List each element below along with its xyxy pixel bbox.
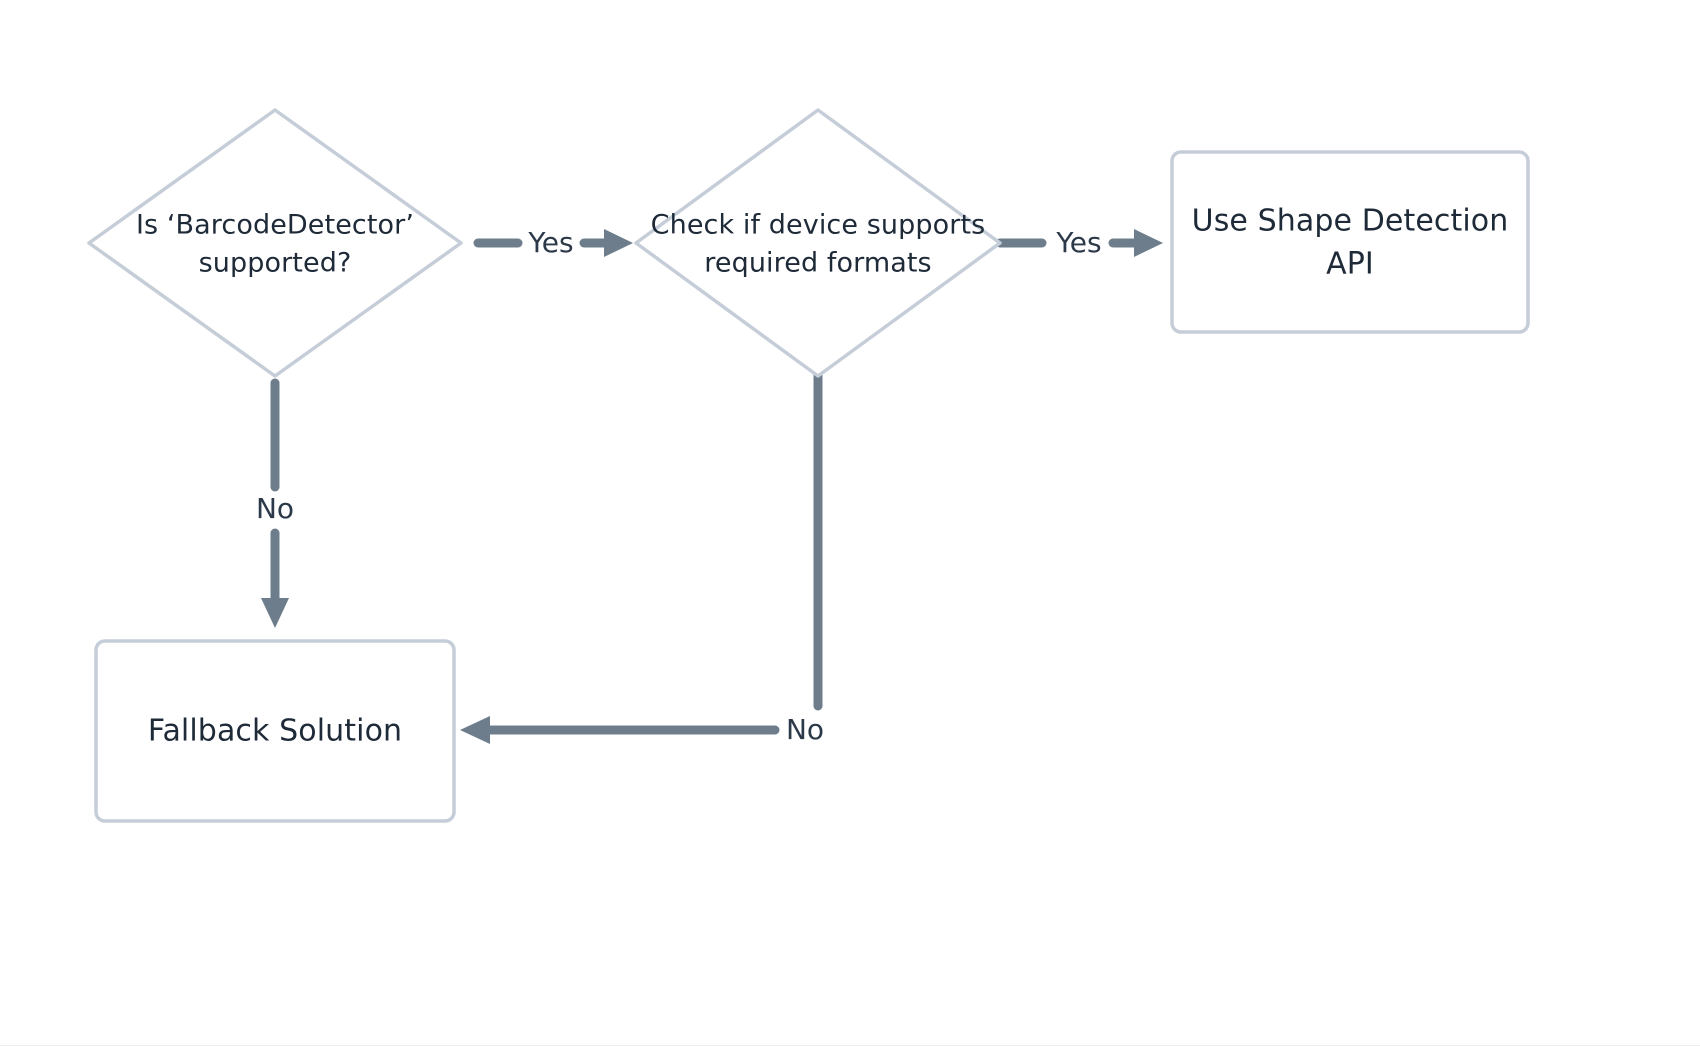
edge-barcode-no-label: No (256, 492, 294, 525)
edge-formats-no-arrowhead (460, 716, 490, 744)
decision-barcodedetector-label-line1: Is ‘BarcodeDetector’ (136, 210, 414, 241)
decision-barcodedetector-shape[interactable] (87, 108, 463, 378)
edge-formats-yes-label: Yes (1055, 226, 1101, 259)
process-fallback-solution-shape[interactable] (94, 639, 456, 823)
node-process-shape-detection-api[interactable]: Use Shape Detection API (1170, 150, 1530, 334)
process-shape-detection-api-shape[interactable] (1170, 150, 1530, 334)
decision-formats-label-line1: Check if device supports (651, 210, 986, 241)
edge-formats-no: No (460, 370, 824, 746)
edge-barcode-yes: Yes (473, 226, 633, 259)
edge-barcode-yes-label: Yes (527, 226, 573, 259)
edge-formats-yes-arrowhead (1134, 229, 1163, 257)
node-process-fallback-solution[interactable]: Fallback Solution (94, 639, 456, 823)
node-decision-barcodedetector[interactable]: Is ‘BarcodeDetector’ supported? (87, 108, 463, 378)
edge-barcode-yes-arrowhead (604, 229, 633, 257)
edge-formats-yes: Yes (995, 226, 1163, 259)
process-shape-detection-api-label-line2: API (1326, 247, 1374, 282)
bottom-divider (0, 1045, 1700, 1046)
decision-barcodedetector-label-line2: supported? (199, 248, 352, 279)
edge-barcode-no: No (256, 378, 294, 628)
process-shape-detection-api-label-line1: Use Shape Detection (1192, 204, 1509, 239)
decision-formats-shape[interactable] (634, 108, 1002, 378)
node-decision-formats[interactable]: Check if device supports required format… (634, 108, 1002, 378)
edge-formats-no-label: No (786, 713, 824, 746)
decision-formats-label-line2: required formats (704, 248, 931, 279)
process-fallback-solution-label-line1: Fallback Solution (148, 714, 402, 749)
edge-barcode-no-arrowhead (261, 598, 289, 628)
